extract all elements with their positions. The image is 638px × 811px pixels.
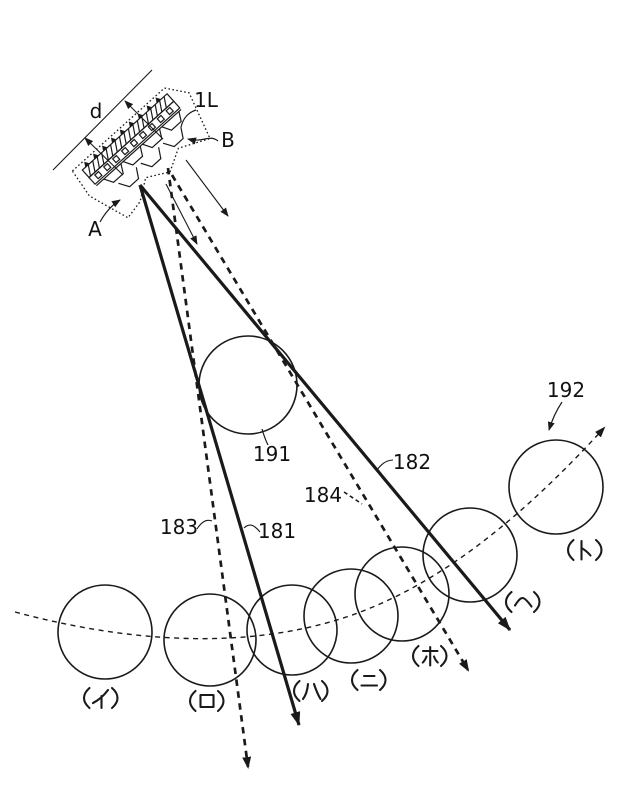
part-b-label: B bbox=[221, 128, 235, 152]
droplet-position-circle-i bbox=[57, 584, 153, 680]
position-label-he bbox=[504, 590, 541, 614]
emitter-device bbox=[71, 87, 211, 219]
device-lens-baseline bbox=[95, 108, 182, 187]
ray-184-label: 184 bbox=[304, 483, 342, 507]
ray-181-label: 181 bbox=[258, 519, 296, 543]
dimension-arrow-upper bbox=[124, 100, 164, 140]
ray-183 bbox=[166, 167, 252, 769]
position-label-i bbox=[82, 686, 119, 710]
ray-184 bbox=[170, 174, 470, 672]
droplet-position-circle-ni bbox=[303, 568, 399, 664]
device-emitter-cells bbox=[93, 106, 175, 180]
trajectory-192-arrow bbox=[547, 401, 563, 431]
ray-182 bbox=[138, 183, 512, 632]
position-label-ho bbox=[411, 644, 448, 668]
device-teeth-row bbox=[84, 97, 162, 168]
droplet-position-circle-ho bbox=[354, 546, 450, 642]
dimension-d: d bbox=[52, 69, 164, 176]
device-emitter-row bbox=[88, 100, 181, 186]
ray-181 bbox=[138, 184, 301, 726]
lens-array-label: 1L bbox=[194, 88, 219, 112]
droplet-position-circle-ro bbox=[163, 593, 257, 687]
droplet-position-circle-he bbox=[422, 507, 518, 603]
device-labels: 1L B A bbox=[88, 88, 235, 241]
droplet-trajectory bbox=[14, 426, 606, 640]
ray-182-label: 182 bbox=[393, 450, 431, 474]
droplet-191-label: 191 bbox=[253, 442, 291, 466]
droplet-191-leader bbox=[261, 428, 269, 446]
ray-183-tick bbox=[196, 519, 213, 530]
position-label-ni bbox=[350, 668, 387, 692]
ray-181-tick bbox=[243, 524, 261, 533]
device-lens-row bbox=[103, 111, 182, 184]
dimension-label: d bbox=[90, 99, 103, 123]
position-label-to bbox=[566, 538, 603, 562]
part-a-label: A bbox=[88, 217, 102, 241]
device-hatch-lines bbox=[87, 96, 167, 177]
ray-184-tick bbox=[343, 491, 363, 505]
droplet-position-circle-to bbox=[508, 439, 604, 535]
part-a-arrow bbox=[99, 199, 121, 223]
lens-array-leader bbox=[180, 109, 197, 128]
ray-183-label: 183 bbox=[160, 515, 198, 539]
dimension-arrow-lower bbox=[84, 137, 124, 176]
device-body-outline bbox=[71, 87, 211, 219]
ray-182-tick bbox=[376, 459, 394, 471]
device-inner-lens-row bbox=[118, 126, 184, 188]
part-b-arrow bbox=[187, 137, 219, 145]
droplet-circle-191 bbox=[198, 335, 298, 435]
position-label-ro bbox=[188, 689, 225, 713]
emission-direction-arrow-1 bbox=[185, 159, 229, 217]
trajectory-192-label: 192 bbox=[547, 378, 585, 402]
position-label-ha bbox=[292, 679, 329, 703]
dimension-reference-line bbox=[52, 69, 153, 171]
droplet-position-circle-ha bbox=[246, 584, 338, 676]
